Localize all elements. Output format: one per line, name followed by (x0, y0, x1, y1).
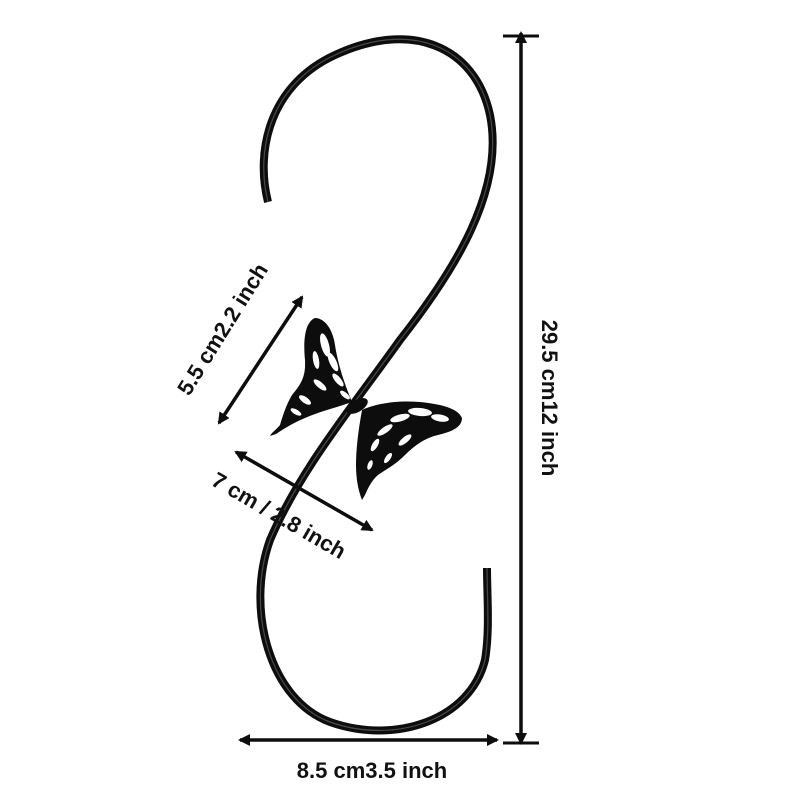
height-dimension: 29.5 cm12 inch (503, 31, 562, 745)
height-label: 29.5 cm12 inch (537, 320, 562, 477)
butterfly-width-arrow (234, 450, 374, 532)
s-hook-outer (256, 35, 497, 735)
s-hook (256, 35, 497, 735)
butterfly-body (346, 398, 368, 414)
s-hook-highlight (259, 38, 494, 732)
butterfly (270, 318, 462, 500)
butterfly-height-arrow (217, 295, 304, 425)
width-label: 8.5 cm3.5 inch (297, 758, 447, 783)
butterfly-height-dimension: 5.5 cm2.2 inch (172, 259, 304, 425)
butterfly-width-label: 7 cm / 2.8 inch (207, 467, 350, 564)
width-dimension: 8.5 cm3.5 inch (238, 734, 499, 783)
butterfly-wing-lower (356, 401, 462, 500)
butterfly-width-dimension: 7 cm / 2.8 inch (207, 450, 374, 564)
butterfly-height-label: 5.5 cm2.2 inch (172, 259, 273, 400)
